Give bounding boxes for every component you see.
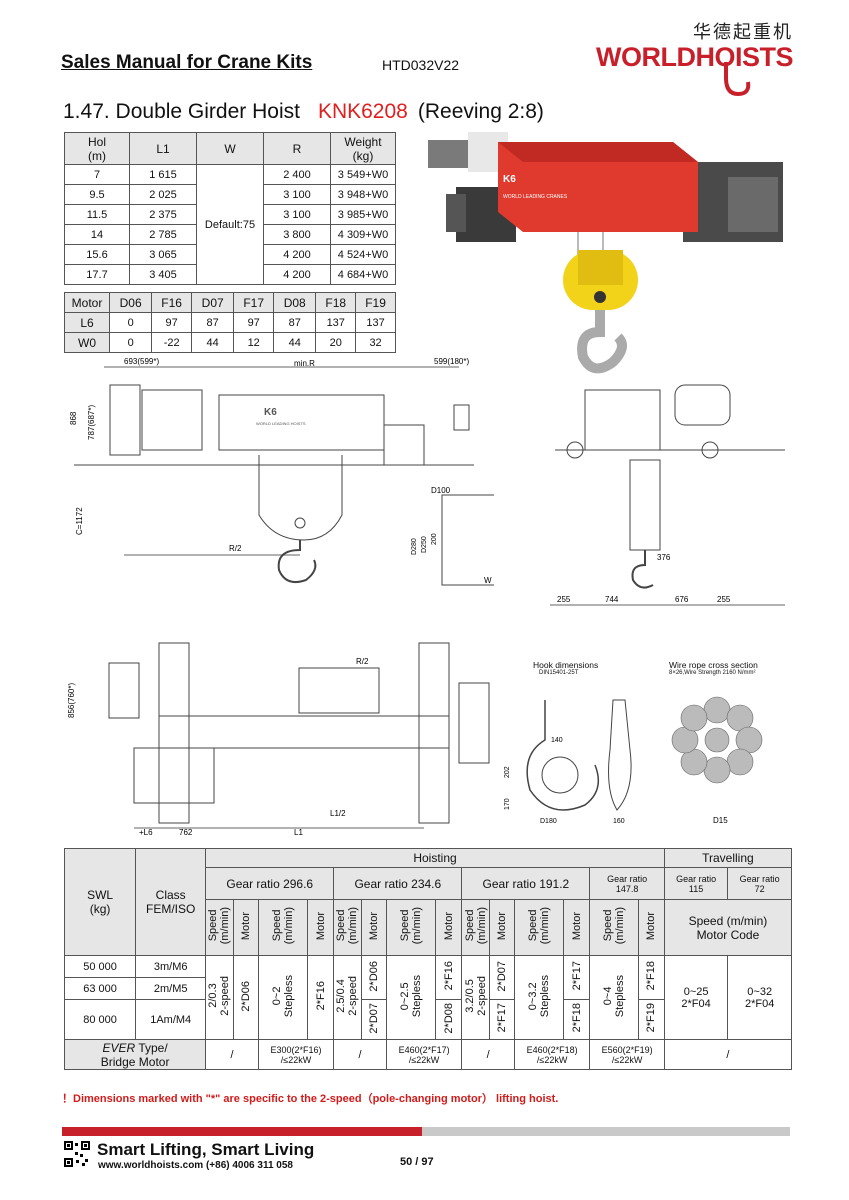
svg-text:L1: L1: [294, 828, 303, 837]
top-view-drawing: 856(760*) R/2 L1/2 +L6 762 L1: [67, 642, 490, 837]
photo-badge: K6: [503, 174, 516, 185]
svg-text:744: 744: [605, 595, 619, 604]
worldhoists-logo: 华德起重机 WORLDHOISTS: [596, 18, 794, 97]
svg-text:C=1172: C=1172: [75, 507, 84, 535]
svg-text:599(180*): 599(180*): [434, 357, 469, 366]
gear-ratio-72: Gear ratio 72: [727, 867, 792, 900]
footnote: ！Dimensions marked with "*" are specific…: [62, 1093, 559, 1105]
side-view-drawing: 376 255 744 676 255: [550, 384, 785, 606]
gear-ratio-115: Gear ratio 115: [663, 867, 729, 900]
svg-text:376: 376: [657, 553, 671, 562]
gear-ratio-234: Gear ratio 234.6: [333, 867, 463, 900]
col-class: Class FEM/ISO: [135, 848, 207, 956]
section-name: 1.47. Double Girder Hoist: [63, 100, 300, 123]
page-number: 50 / 97: [400, 1156, 434, 1168]
col-hol: Hol (m): [64, 132, 130, 165]
svg-text:693(599*): 693(599*): [124, 357, 159, 366]
gear-ratio-147: Gear ratio 147.8: [589, 867, 665, 900]
svg-text:WORLD LEADING HOISTS: WORLD LEADING HOISTS: [256, 421, 306, 426]
document-title: Sales Manual for Crane Kits: [61, 52, 313, 73]
travelling-header: Travelling: [663, 848, 793, 868]
logo-chinese-text: 华德起重机: [693, 22, 793, 42]
hoist-product-image: K6 WORLD LEADING CRANES: [428, 132, 783, 374]
col-weight: Weight (kg): [330, 132, 396, 165]
svg-text:W: W: [484, 576, 492, 585]
footer-slogan: Smart Lifting, Smart Living: [97, 1140, 315, 1159]
svg-text:D100: D100: [431, 486, 451, 495]
rope-title: Wire rope cross section: [669, 660, 758, 670]
svg-text:R/2: R/2: [356, 657, 369, 666]
svg-text:min.R: min.R: [294, 359, 315, 368]
svg-text:255: 255: [557, 595, 571, 604]
reeving-ratio: (Reeving 2:8): [417, 100, 544, 123]
hoisting-header: Hoisting: [205, 848, 665, 868]
svg-text:787(687*): 787(687*): [87, 405, 96, 440]
svg-text:856(760*): 856(760*): [67, 683, 76, 718]
svg-text:868: 868: [69, 411, 78, 425]
footer-contact: www.worldhoists.com (+86) 4006 311 058: [98, 1160, 293, 1171]
logo-wordmark: WORLDHOISTS: [596, 42, 794, 72]
svg-text:D280: D280: [411, 538, 418, 555]
footer-bar-red: [62, 1127, 422, 1136]
footer-bar-grey: [422, 1127, 790, 1136]
svg-text:170: 170: [504, 798, 511, 810]
svg-text:202: 202: [504, 766, 511, 778]
col-r: R: [263, 132, 331, 165]
w-default: Default:75: [196, 164, 264, 285]
svg-text:D15: D15: [713, 816, 728, 825]
hook-standard: DIN15401-25T: [539, 670, 579, 676]
specification-table: SWL (kg) Class FEM/ISO Hoisting Travelli…: [63, 848, 793, 1070]
svg-text:D180: D180: [540, 818, 557, 825]
svg-text:160: 160: [613, 818, 625, 825]
gear-ratio-191: Gear ratio 191.2: [461, 867, 591, 900]
col-swl: SWL (kg): [63, 848, 137, 956]
svg-text:255: 255: [717, 595, 731, 604]
hook-dimensions: Hook dimensions DIN15401-25T 140 202 170…: [495, 660, 650, 830]
hook-drawing: 140 202 170 D180 160: [504, 699, 632, 825]
svg-text:140: 140: [551, 737, 563, 744]
svg-text:K6: K6: [264, 407, 277, 418]
hook-title: Hook dimensions: [533, 660, 599, 670]
model-number: KNK6208: [317, 100, 408, 123]
svg-text:R/2: R/2: [229, 544, 242, 553]
section-title: 1.47. Double Girder Hoist KNK6208 (Reeving…: [63, 100, 544, 124]
gear-ratio-296: Gear ratio 296.6: [205, 867, 335, 900]
photo-tag: WORLD LEADING CRANES: [503, 194, 568, 200]
wire-rope-section: Wire rope cross section 8×26,Wire Streng…: [665, 660, 793, 830]
col-l1: L1: [129, 132, 197, 165]
ever-type-label: EVER Type/ Bridge Motor: [63, 1039, 207, 1070]
table-row: EVER Type/ Bridge Motor / E300(2*F16) /≤…: [63, 1039, 793, 1070]
qr-code-icon: [63, 1140, 91, 1168]
rope-cross-section: D15: [671, 696, 763, 825]
logo-hook-icon: [724, 62, 751, 97]
svg-text:200: 200: [431, 533, 438, 545]
svg-text:762: 762: [179, 828, 193, 837]
table-row: 63 000 2m/M5: [63, 977, 792, 1000]
svg-text:676: 676: [675, 595, 689, 604]
svg-text:L1/2: L1/2: [330, 809, 346, 818]
svg-text:D250: D250: [421, 536, 428, 553]
document-code: HTD032V22: [382, 57, 460, 73]
svg-text:+L6: +L6: [139, 828, 153, 837]
col-w: W: [196, 132, 264, 165]
front-view-drawing: 693(599*) min.R 599(180*) K6 WORLD LEADI…: [69, 357, 494, 586]
rope-spec: 8×26,Wire Strength 2160 N/mm²: [669, 670, 756, 676]
